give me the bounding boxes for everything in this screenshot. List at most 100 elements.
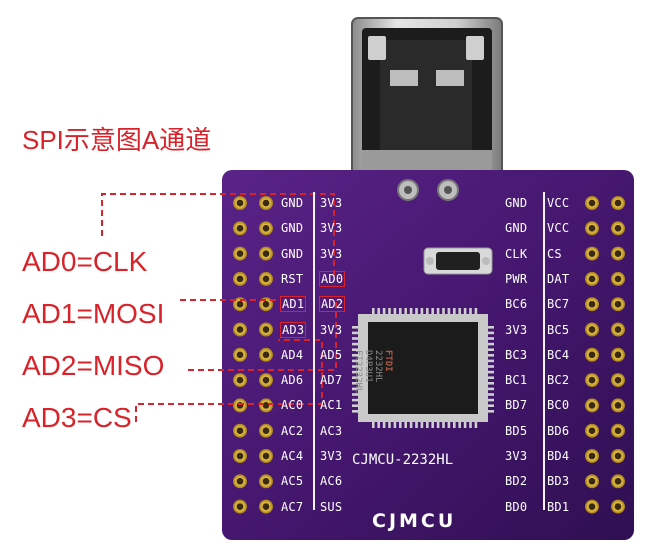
header-pad <box>611 246 625 261</box>
pin-label-ac4: AC4 <box>281 449 304 463</box>
chip-pin <box>453 422 456 428</box>
header-pad <box>611 398 625 413</box>
chip-pin <box>388 422 391 428</box>
pin-label-3v3: 3V3 <box>505 449 528 463</box>
pin-label-ac1: AC1 <box>320 398 343 413</box>
chip-pin <box>352 354 358 357</box>
header-pad <box>259 271 273 286</box>
header-pad <box>585 449 599 463</box>
header-pad <box>611 322 625 337</box>
header-pad <box>585 398 599 413</box>
chip-pin <box>469 308 472 314</box>
header-pad <box>585 499 599 514</box>
header-pad <box>259 474 273 489</box>
chip-pin <box>352 393 358 396</box>
chip-pin <box>409 308 413 314</box>
chip-pin <box>488 342 494 346</box>
pin-label-bc7: BC7 <box>547 297 570 312</box>
chip-pin <box>352 387 358 391</box>
pin-label-bd1: BD1 <box>547 499 570 514</box>
pin-label-bc0: BC0 <box>547 398 570 413</box>
header-pad <box>585 271 599 286</box>
pin-label-gnd: GND <box>505 196 528 210</box>
pin-label-bd2: BD2 <box>505 474 528 489</box>
chip-pin <box>382 308 386 314</box>
chip-pin <box>377 422 380 428</box>
label-ad2: AD2=MISO <box>22 350 165 381</box>
chip-pin <box>352 410 358 413</box>
figure-title: SPI示意图A通道 <box>22 125 212 155</box>
pin-label-ad6: AD6 <box>281 373 304 388</box>
chip-pin <box>352 404 358 407</box>
pin-label-cs: CS <box>547 246 562 261</box>
chip-pin <box>447 308 451 314</box>
header-pad <box>611 271 625 286</box>
header-pad <box>611 347 625 362</box>
pin-label-ac0: AC0 <box>281 398 304 413</box>
pin-label-ad3: AD3 <box>279 321 307 338</box>
pin-label-dat: DAT <box>547 271 570 286</box>
chip-pin <box>488 398 494 402</box>
pin-label-clk: CLK <box>505 246 528 261</box>
chip-pin <box>352 326 358 329</box>
header-pad <box>259 449 273 463</box>
header-pad <box>259 499 273 514</box>
chip-pin <box>463 422 467 428</box>
header-pad <box>233 347 247 362</box>
header-pad <box>233 221 247 236</box>
header-pad <box>233 398 247 413</box>
header-pad <box>233 449 247 463</box>
pin-label-3v3: 3V3 <box>320 246 343 261</box>
header-pad <box>585 423 599 438</box>
pin-label-gnd: GND <box>281 246 304 261</box>
header-pad <box>611 499 625 514</box>
chip-pin <box>352 365 358 368</box>
header-pad <box>233 322 247 337</box>
pin-label-pwr: PWR <box>505 271 528 286</box>
pin-label-ad1: AD1 <box>279 296 307 313</box>
chip-pin <box>420 422 424 428</box>
chip-pin <box>420 308 424 314</box>
pin-label-gnd: GND <box>505 221 528 236</box>
chip-pin <box>352 337 358 340</box>
header-pad <box>611 474 625 489</box>
chip-pin <box>447 422 451 428</box>
pin-label-ac7: AC7 <box>281 499 304 514</box>
chip-pin <box>458 308 461 314</box>
pin-label-3v3: 3V3 <box>505 322 528 337</box>
ft2232hl-chip <box>358 314 488 422</box>
header-pad <box>585 347 599 362</box>
pin-label-bd4: BD4 <box>547 449 570 463</box>
pin-label-vcc: VCC <box>547 196 570 210</box>
header-pad <box>611 297 625 312</box>
pin-label-bd6: BD6 <box>547 423 570 438</box>
pin-label-bc2: BC2 <box>547 373 570 388</box>
header-pad <box>259 221 273 236</box>
chip-line-3: FT2232HL <box>353 350 363 394</box>
chip-pin <box>488 382 494 385</box>
chip-pin <box>488 337 494 340</box>
chip-pin <box>442 422 445 428</box>
chip-pin <box>488 370 494 374</box>
chip-pin <box>426 422 429 428</box>
chip-line-2: D4P3U1 <box>363 350 373 383</box>
pin-label-ad4: AD4 <box>281 347 304 362</box>
annotation-leaders <box>101 193 337 422</box>
chip-pin <box>388 308 391 314</box>
label-ad3: AD3=CS <box>22 402 132 433</box>
pin-label-ac3: AC3 <box>320 423 343 438</box>
chip-pin <box>488 393 494 396</box>
pin-label-ac6: AC6 <box>320 474 343 489</box>
header-pad <box>585 196 599 210</box>
header-pad <box>611 449 625 463</box>
header-pad <box>233 499 247 514</box>
pin-label-ac2: AC2 <box>281 423 304 438</box>
chip-markings: FTDI 2232HL D4P3U1 FT2232HL <box>353 350 393 393</box>
chip-pin <box>488 404 494 407</box>
pin-label-bc1: BC1 <box>505 373 528 388</box>
pin-label-bc3: BC3 <box>505 347 528 362</box>
header-pad <box>259 322 273 337</box>
header-pad <box>611 373 625 388</box>
chip-pin <box>352 370 358 374</box>
header-pad <box>233 246 247 261</box>
